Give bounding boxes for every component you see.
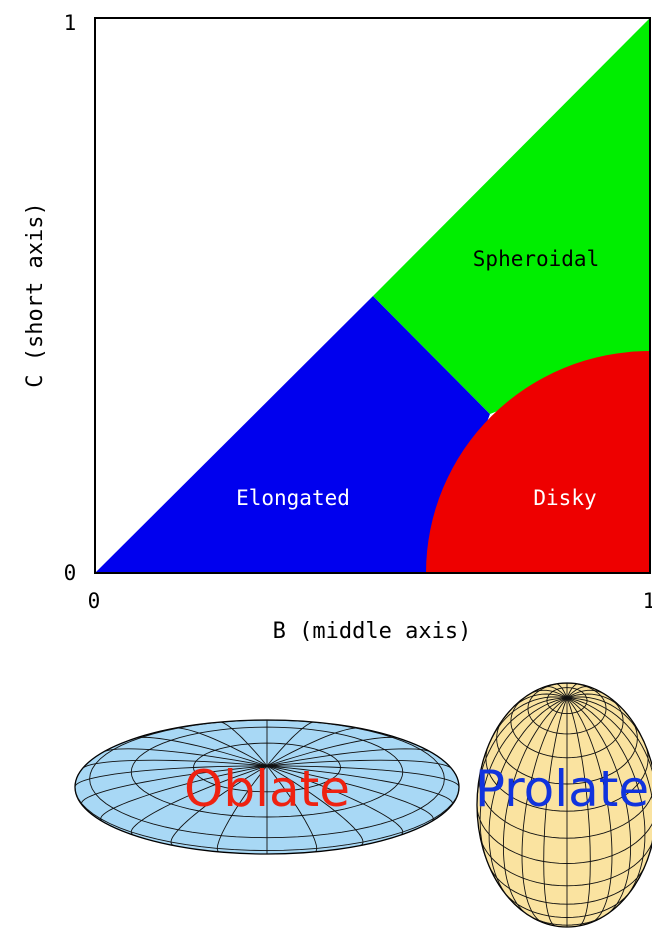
- oblate-meridian-line: [266, 765, 404, 836]
- prolate-meridian-line: [544, 686, 568, 699]
- oblate-meridian-line: [174, 727, 268, 767]
- x-tick-left: 0: [88, 589, 101, 613]
- prolate-parallel-line: [478, 776, 652, 839]
- prolate-meridian-line: [477, 697, 568, 806]
- y-tick-top: 1: [64, 11, 77, 35]
- oblate-meridian-line: [266, 765, 434, 822]
- oblate-meridian-line: [75, 765, 267, 788]
- y-tick-bottom: 0: [64, 561, 77, 585]
- oblate-meridian-line: [266, 765, 364, 847]
- prolate-meridian-line: [566, 686, 590, 699]
- prolate-meridian-line: [555, 683, 568, 699]
- oblate-meridian-line: [219, 721, 268, 767]
- prolate-meridian-line: [566, 697, 632, 916]
- oblate-meridian-line: [266, 727, 360, 767]
- oblate-meridian-line: [103, 748, 268, 767]
- prolate-meridian-line: [479, 697, 568, 867]
- plot-frame: [94, 17, 651, 574]
- shape-diagram: Spheroidal Elongated Disky 1 0 0 1 B (mi…: [23, 11, 652, 644]
- elongated-label: Elongated: [236, 486, 350, 510]
- prolate-meridian-line: [566, 693, 626, 713]
- oblate-meridian-line: [135, 736, 268, 767]
- prolate-meridian-line: [508, 693, 568, 713]
- oblate-meridian-line: [266, 736, 399, 767]
- prolate-meridian-line: [566, 689, 606, 699]
- oblate-meridian-line: [130, 765, 268, 836]
- prolate-meridian-line: [566, 697, 646, 898]
- x-tick-right: 1: [643, 589, 652, 613]
- prolate-meridian-line: [528, 689, 568, 699]
- prolate-meridian-line: [521, 697, 568, 923]
- prolate-meridian-line: [543, 697, 568, 927]
- disky-label: Disky: [533, 486, 596, 510]
- oblate-meridian-line: [216, 765, 268, 853]
- prolate-label: Prolate: [475, 760, 649, 818]
- prolate-meridian-line: [566, 697, 652, 806]
- oblate-label: Oblate: [184, 760, 350, 818]
- oblate-meridian-line: [266, 765, 453, 805]
- oblate-meridian-line: [81, 759, 268, 770]
- prolate-meridian-line: [502, 697, 568, 916]
- prolate-meridian-line: [566, 696, 646, 745]
- elongated-region: [95, 296, 490, 573]
- oblate-meridian-line: [266, 765, 318, 853]
- oblate-meridian-line: [81, 765, 268, 805]
- prolate-parallel-line: [485, 744, 649, 812]
- oblate-meridian-line: [266, 721, 315, 767]
- oblate-meridian-line: [100, 765, 268, 822]
- prolate-meridian-line: [566, 697, 652, 867]
- oblate-meridian-line: [266, 759, 453, 770]
- oblate-meridian-line: [170, 765, 268, 847]
- prolate-meridian-line: [566, 697, 613, 923]
- oblate-meridian-line: [267, 765, 459, 788]
- prolate-meridian-line: [488, 697, 568, 898]
- prolate-parallel-line: [496, 718, 638, 785]
- prolate-meridian-line: [566, 697, 591, 927]
- x-axis-title: B (middle axis): [273, 619, 472, 644]
- spheroidal-label: Spheroidal: [473, 247, 599, 271]
- y-axis-title: C (short axis): [23, 202, 48, 387]
- spheroidal-region: [373, 18, 650, 414]
- oblate-meridian-line: [266, 748, 431, 767]
- disky-region: [426, 351, 650, 573]
- prolate-spheroid-illustration: Prolate: [475, 682, 652, 928]
- prolate-meridian-line: [488, 696, 568, 745]
- oblate-spheroid-illustration: Oblate: [74, 719, 460, 855]
- prolate-parallel-line: [510, 695, 624, 759]
- prolate-meridian-line: [566, 683, 579, 699]
